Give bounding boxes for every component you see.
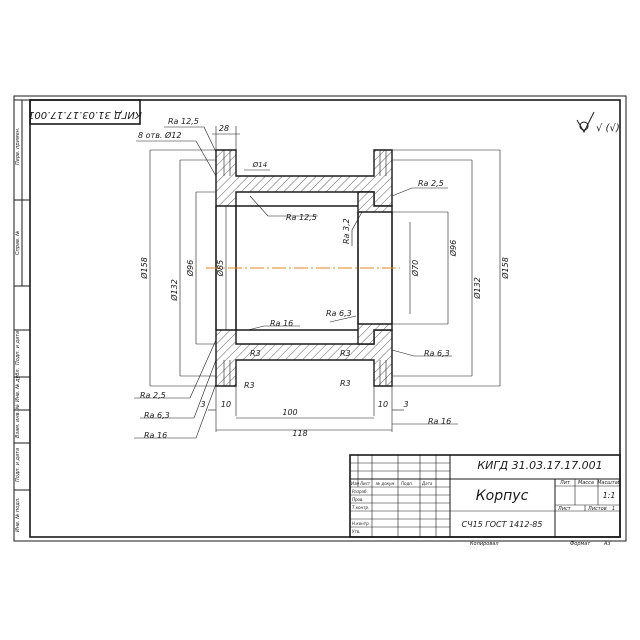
leader-lines <box>134 126 458 439</box>
ra-callout: Ra 16 <box>144 431 167 440</box>
side-stamp-label: Подп. и дата <box>15 331 21 365</box>
role-label: Н.контр. <box>352 521 370 526</box>
row-header: Лист <box>359 481 371 486</box>
dim-label: 100 <box>282 408 297 417</box>
side-stamp-label: Справ. № <box>15 231 21 255</box>
side-stamp-label: Взам. инв. № <box>15 404 21 438</box>
radius-label: R3 <box>340 379 351 388</box>
general-roughness-text: √ (√) <box>596 123 620 134</box>
dim-label: 10 <box>221 400 231 409</box>
ra-callout: Ra 6,3 <box>144 411 170 420</box>
ra-callout: Ra 12,5 <box>286 213 317 222</box>
ra-callout: Ra 6,3 <box>424 349 450 358</box>
title-block: КИГД 31.03.17.17.001 Корпус СЧ15 ГОСТ 14… <box>349 454 621 547</box>
sheet-label: Лист <box>557 506 572 512</box>
role-label: Т.контр. <box>352 505 369 510</box>
ra-callout: Ra 2,5 <box>140 391 166 400</box>
row-header: Подп. <box>401 481 413 486</box>
radius-label: R3 <box>250 349 261 358</box>
sheet-border <box>13 95 627 542</box>
scale-value: 1:1 <box>603 491 616 500</box>
ra-callout: Ra 2,5 <box>418 179 444 188</box>
ra-callout: Ra 12,5 <box>168 117 199 126</box>
ra-callout: Ra 16 <box>270 319 293 328</box>
dim-label: Ø14 <box>252 161 267 169</box>
role-label: Утв. <box>352 529 360 534</box>
ra-callout: Ra 3,2 <box>342 218 351 244</box>
dim-label: Ø70 <box>410 260 420 277</box>
dim-label: Ø132 <box>169 279 179 302</box>
sheets-value: 1 <box>612 506 615 512</box>
doc-code: КИГД 31.03.17.17.001 <box>477 459 602 472</box>
dim-label: Ø85 <box>215 260 225 277</box>
holes-callout: 8 отв. Ø12 <box>138 130 181 140</box>
general-roughness-symbol: √ (√) <box>576 111 620 134</box>
row-header: Дата <box>421 481 433 486</box>
annotation-text: Ra 12,5 8 отв. Ø12 28 Ø14 Ra 12,5 Ra 2,5… <box>138 117 510 440</box>
drawing-frame <box>29 99 621 538</box>
ra-callout: Ra 16 <box>428 417 451 426</box>
format-value: А3 <box>603 541 611 547</box>
dim-label: Ø96 <box>448 240 458 257</box>
side-stamp: Перв. примен. Справ. № Подп. и дата Инв.… <box>14 99 30 533</box>
dim-label: Ø96 <box>185 260 195 277</box>
copied-label: Копировал <box>470 541 499 547</box>
ra-callout: Ra 6,3 <box>326 309 352 318</box>
part-name: Корпус <box>476 488 529 504</box>
dim-label: 28 <box>219 124 229 133</box>
col-scale: Масштаб <box>597 480 621 486</box>
dim-label: 3 <box>403 400 408 409</box>
radius-label: R3 <box>244 381 255 390</box>
format-label: Формат <box>570 541 591 547</box>
dim-label: Ø132 <box>472 277 482 300</box>
sheets-label: Листов <box>587 506 607 512</box>
col-lit: Лит <box>559 480 571 486</box>
dim-label: Ø158 <box>139 257 149 280</box>
side-stamp-label: Инв. № подл. <box>15 498 21 533</box>
side-stamp-label: Подп. и дата <box>15 448 21 482</box>
role-label: Пров. <box>352 497 364 502</box>
dimension-lines <box>149 126 501 432</box>
side-stamp-label: Перв. примен. <box>15 127 21 165</box>
material: СЧ15 ГОСТ 1412-85 <box>462 520 543 529</box>
radius-label: R3 <box>340 349 351 358</box>
role-label: Разраб. <box>352 489 368 494</box>
part-section <box>206 149 400 387</box>
dim-label: 10 <box>378 400 388 409</box>
row-header: № докум. <box>375 481 396 486</box>
col-mass: Масса <box>578 480 594 486</box>
dim-label: Ø158 <box>500 257 510 280</box>
rotated-doc-code: КИГД 31.03.17.17.001 <box>28 109 142 120</box>
row-header: Изм <box>351 481 359 486</box>
dim-label: 118 <box>292 429 307 438</box>
side-stamp-label: Инв. № дубл. <box>15 368 21 402</box>
dim-label: 3 <box>200 400 205 409</box>
rotated-code-box: КИГД 31.03.17.17.001 <box>28 99 142 125</box>
